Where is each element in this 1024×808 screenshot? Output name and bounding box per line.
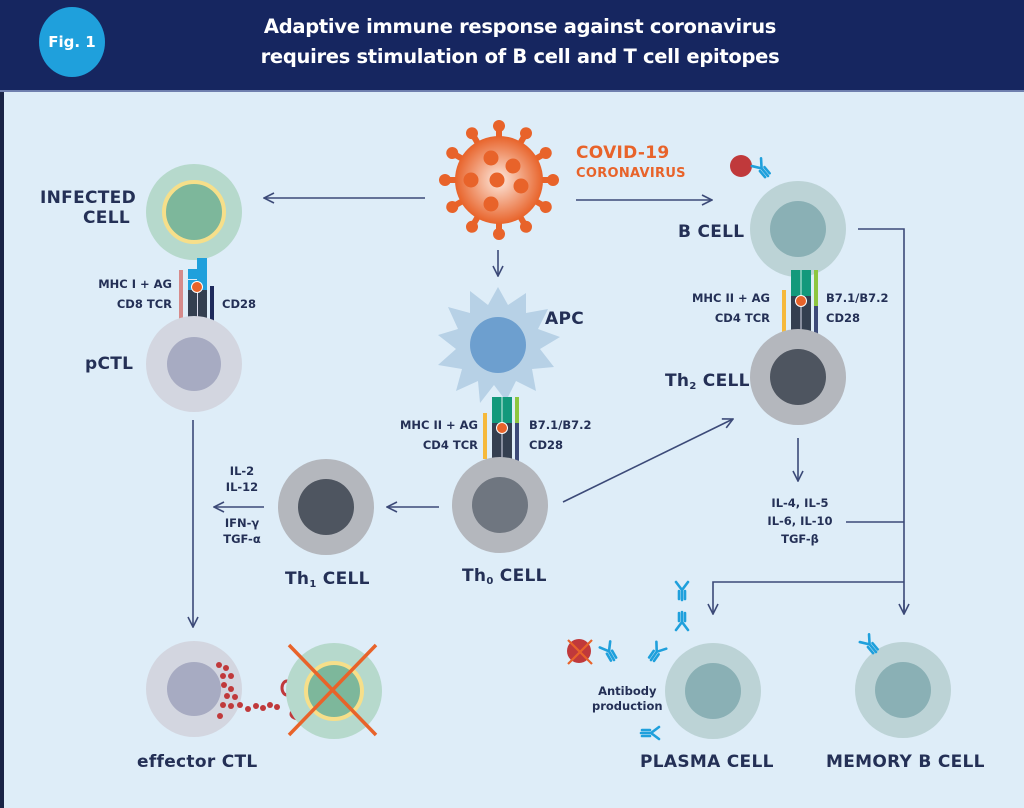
th1-cell-label: Th1 CELL: [285, 569, 370, 590]
infected-cell-label: INFECTED CELL: [40, 188, 136, 228]
antibody-icon-3: [598, 640, 621, 665]
bcell-b7-label: B7.1/B7.2: [826, 291, 889, 305]
antibody-icon-1: [674, 610, 690, 632]
dead-infected-cell: [286, 643, 382, 739]
antibody-label-line2: production: [592, 699, 663, 713]
arrow-to-plasma: [713, 581, 904, 614]
antibody-icon-5: [639, 725, 661, 741]
th1-cytokines: IL-2 IL-12: [222, 463, 262, 495]
antibody-icon-4: [644, 640, 668, 665]
pctl-label: pCTL: [85, 354, 134, 374]
apc-mhc2-label: MHC II + AG: [399, 418, 478, 432]
th0-cell-label: Th0 CELL: [462, 566, 547, 587]
bcell-cd4-tcr-label: CD4 TCR: [714, 311, 770, 325]
th1-prefix: Th: [285, 569, 310, 589]
title-line-1: Adaptive immune response against coronav…: [263, 15, 777, 38]
mhc1-receptor-complex: [179, 258, 214, 322]
th1-sub: 1: [309, 579, 317, 590]
th0-sub: 0: [486, 576, 494, 587]
b-cell-label: B CELL: [678, 222, 745, 242]
effector-ctl-cell: [146, 641, 242, 737]
cytokine-il4-il5: IL-4, IL-5: [771, 496, 829, 510]
effector-ctl-label: effector CTL: [137, 752, 258, 772]
header-bar: [0, 0, 1024, 90]
figure-badge: Fig. 1: [39, 7, 105, 77]
virus-label-line1: COVID-19: [576, 143, 670, 163]
b-cell-receptor-complex: [782, 270, 818, 336]
th1-suffix: CELL: [316, 569, 370, 589]
cytokine-tgf-beta: TGF-β: [781, 532, 819, 546]
mhc1-label: MHC I + AG: [98, 277, 172, 291]
figure-title: Adaptive immune response against coronav…: [200, 12, 840, 72]
neutralized-antigen: [567, 639, 593, 665]
infected-label-line2: CELL: [83, 208, 130, 228]
th0-prefix: Th: [462, 566, 487, 586]
cytokine-il12: IL-12: [225, 480, 259, 494]
b-cell: [750, 181, 846, 277]
cytokine-ifn-gamma: IFN-γ: [224, 516, 260, 530]
antibody-icon-bcell: [750, 157, 774, 182]
memory-b-cell-label: MEMORY B CELL: [826, 752, 985, 772]
th1-cell: [278, 459, 374, 555]
apc-b7-label: B7.1/B7.2: [529, 418, 592, 432]
header-divider: [0, 90, 1024, 92]
arrows: [193, 198, 904, 627]
apc-cd4-tcr-label: CD4 TCR: [422, 438, 478, 452]
plasma-cell-label: PLASMA CELL: [640, 752, 774, 772]
virus-label-line2: CORONAVIRUS: [576, 166, 686, 181]
cd28-label-pctl: CD28: [222, 297, 256, 311]
th2-sub: 2: [689, 381, 697, 392]
bcell-cd28-label: CD28: [826, 311, 860, 325]
th2-cell: [750, 329, 846, 425]
plasma-cell: [665, 643, 761, 739]
th2-cell-label: Th2 CELL: [665, 371, 750, 392]
apc-cd28-label: CD28: [529, 438, 563, 452]
left-frame-edge: [0, 0, 4, 808]
bcell-mhc2-label: MHC II + AG: [691, 291, 770, 305]
antibody-label-line1: Antibody: [598, 684, 657, 698]
th2-prefix: Th: [665, 371, 690, 391]
th0-suffix: CELL: [493, 566, 547, 586]
line-bcell-bracket: [858, 228, 905, 614]
title-line-2: requires stimulation of B cell and T cel…: [260, 45, 780, 68]
apc-receptor-complex: [483, 397, 519, 463]
antigen-icon: [730, 155, 752, 177]
apc-label: APC: [545, 309, 584, 329]
cytokine-tgf-alpha: TGF-α: [223, 532, 261, 546]
infected-cell: [146, 164, 242, 260]
th2-suffix: CELL: [696, 371, 750, 391]
infected-label-line1: INFECTED: [40, 188, 136, 208]
antibody-icon-2: [674, 580, 690, 602]
th0-cell: [452, 457, 548, 553]
th2-cytokines: IL-4, IL-5 IL-6, IL-10 TGF-β: [758, 494, 842, 548]
cytokine-il6-il10: IL-6, IL-10: [767, 514, 833, 528]
memory-b-cell: [855, 642, 951, 738]
coronavirus-icon: [439, 120, 559, 240]
arrow-th0-to-th2: [562, 419, 733, 503]
pctl-cell: [146, 316, 242, 412]
cytokine-il2: IL-2: [229, 464, 255, 478]
antibody-production-label: Antibody production: [592, 684, 663, 714]
th1-cytokines-2: IFN-γ TGF-α: [218, 515, 266, 547]
apc-cell: [438, 287, 560, 403]
cd8-tcr-label: CD8 TCR: [116, 297, 172, 311]
